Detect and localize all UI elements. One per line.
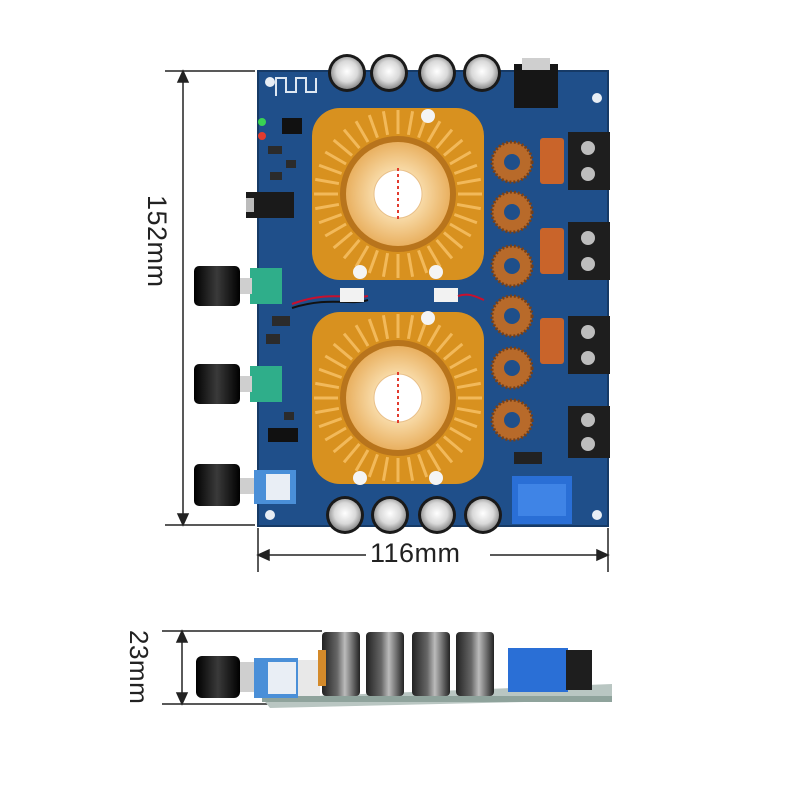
inductors — [490, 140, 534, 442]
height-dimension-label: 152mm — [142, 195, 172, 288]
pcb-top-view — [194, 54, 610, 534]
capacitors-top — [328, 54, 501, 92]
pcb-side-view — [196, 632, 612, 708]
thickness-dimension-label: 23mm — [124, 630, 154, 705]
height-dimension — [165, 69, 255, 527]
heatsink-top — [312, 108, 484, 280]
thickness-dimension — [162, 629, 322, 706]
relay — [512, 476, 572, 524]
volume-knob-1 — [194, 266, 282, 306]
heatsink-bottom — [312, 312, 484, 484]
width-dimension — [256, 528, 610, 572]
width-dimension-label: 116mm — [370, 538, 461, 568]
speaker-terminals — [568, 132, 610, 458]
bluetooth-antenna-icon — [275, 77, 317, 96]
volume-knob-3 — [194, 464, 296, 506]
capacitors-bottom — [326, 496, 502, 534]
volume-knob-2 — [194, 364, 282, 404]
